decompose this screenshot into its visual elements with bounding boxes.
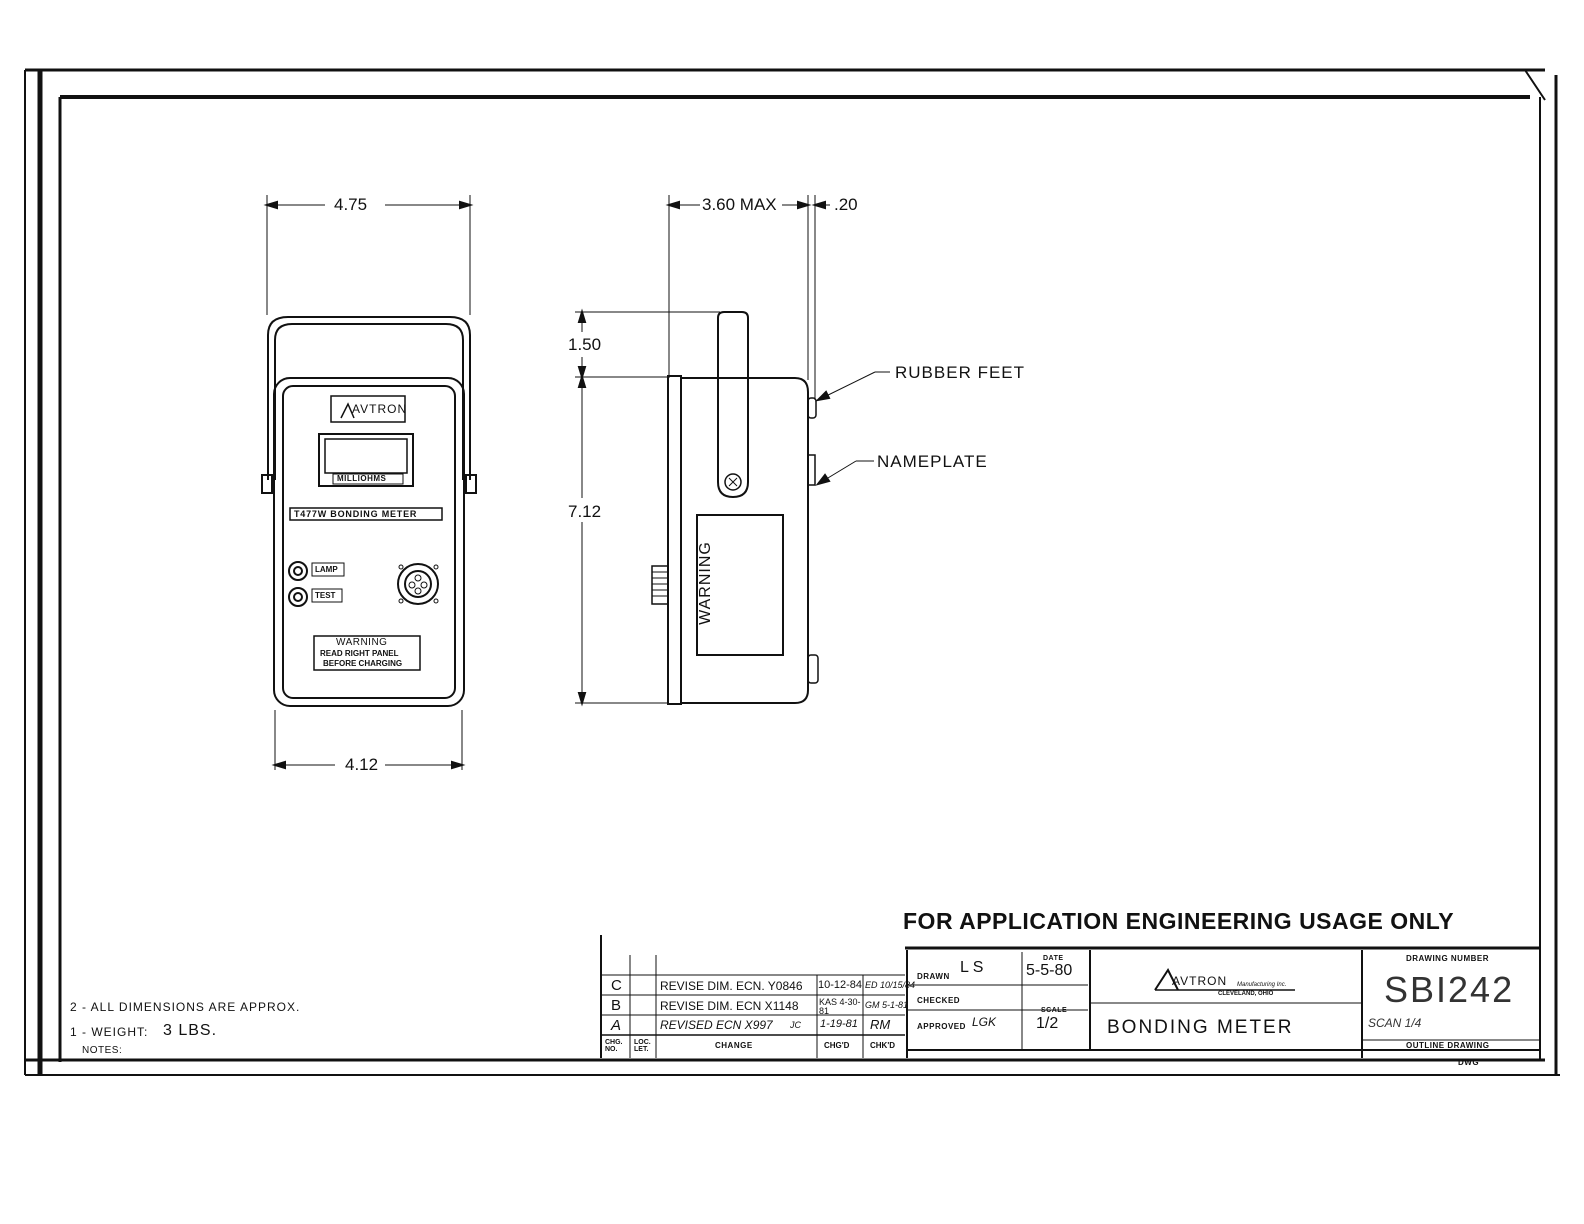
scale-label: SCALE — [1041, 1007, 1068, 1014]
checked-label: CHECKED — [917, 996, 961, 1005]
front-warning-line1: READ RIGHT PANEL — [320, 649, 399, 658]
drawn-value: L S — [960, 959, 984, 976]
rev-c-letter: C — [611, 977, 622, 994]
approved-label: APPROVED — [917, 1022, 966, 1031]
company-sub2: CLEVELAND, OHIO — [1218, 991, 1274, 997]
rev-c-date: 10-12-84 — [818, 979, 863, 991]
title-block — [600, 935, 1540, 1058]
header-change: CHANGE — [715, 1041, 753, 1050]
side-body-dim: 7.12 — [568, 502, 602, 521]
rev-c-chkd: ED 10/15/84 — [865, 980, 916, 990]
avtron-front-logo-mark — [340, 402, 355, 419]
front-warning-title: WARNING — [336, 637, 388, 648]
border-frame — [24, 68, 1560, 1076]
drawn-label: DRAWN — [917, 972, 950, 981]
model-plate: T477W BONDING METER — [294, 509, 418, 519]
scan-note: SCAN 1/4 — [1368, 1016, 1422, 1030]
header-loc-let: LOC. LET. — [634, 1039, 651, 1053]
rev-b-chkd: GM 5-1-81 — [865, 1000, 909, 1010]
avtron-logo-mark — [1154, 967, 1295, 991]
front-logo: AVTRON — [352, 402, 408, 416]
approved-value: LGK — [972, 1015, 997, 1029]
scale-value: 1/2 — [1036, 1015, 1059, 1032]
drawing-title: BONDING METER — [1107, 1017, 1294, 1038]
display-label: MILLIOHMS — [337, 474, 387, 483]
header-chgd: CHG'D — [824, 1041, 850, 1050]
rev-a-date: 1-19-81 — [820, 1018, 858, 1030]
side-warning-label: WARNING — [696, 541, 714, 625]
rev-b-letter: B — [611, 997, 622, 1014]
note-line-1-prefix: 1 - WEIGHT: — [70, 1025, 149, 1039]
company-name: AVTRON — [1172, 974, 1228, 988]
rev-a-change: REVISED ECN X997 — [660, 1018, 773, 1032]
date-label: DATE — [1043, 955, 1064, 962]
rev-c-change: REVISE DIM. ECN. Y0846 — [660, 979, 803, 993]
company-sub1: Manufacturing Inc. — [1237, 982, 1287, 988]
rev-a-chkd: RM — [870, 1017, 891, 1032]
note-line-2: 2 - ALL DIMENSIONS ARE APPROX. — [70, 1000, 301, 1014]
callout-nameplate: NAMEPLATE — [877, 452, 988, 471]
dwg-label: DWG — [1458, 1058, 1480, 1067]
rev-b-date: KAS 4-30-81 — [819, 997, 861, 1016]
test-label: TEST — [315, 591, 336, 600]
front-width-bottom-dim: 4.12 — [345, 755, 379, 774]
callout-rubber-feet: RUBBER FEET — [895, 363, 1026, 382]
note-line-1-value: 3 LBS. — [163, 1022, 218, 1039]
lamp-label: LAMP — [315, 565, 338, 574]
outline-drawing-label: OUTLINE DRAWING — [1406, 1041, 1490, 1050]
side-view — [575, 195, 890, 707]
side-feet-dim: .20 — [834, 195, 858, 214]
header-chg-no: CHG. NO. — [605, 1039, 623, 1053]
drawing-number-label: DRAWING NUMBER — [1406, 954, 1489, 963]
rev-b-change: REVISE DIM. ECN X1148 — [660, 999, 799, 1013]
side-handle-dim: 1.50 — [568, 335, 602, 354]
date-value: 5-5-80 — [1026, 962, 1073, 979]
header-chkd: CHK'D — [870, 1041, 896, 1050]
side-depth-dim: 3.60 MAX — [702, 195, 777, 214]
usage-banner: FOR APPLICATION ENGINEERING USAGE ONLY — [903, 908, 1455, 934]
notes-heading: NOTES: — [82, 1045, 123, 1056]
rev-a-letter: A — [611, 1017, 622, 1034]
front-view — [261, 195, 477, 770]
front-warning-line2: BEFORE CHARGING — [323, 659, 403, 668]
drawing-number: SBI242 — [1384, 969, 1515, 1010]
front-width-top-dim: 4.75 — [334, 195, 368, 214]
rev-a-initials: JC — [790, 1020, 801, 1030]
